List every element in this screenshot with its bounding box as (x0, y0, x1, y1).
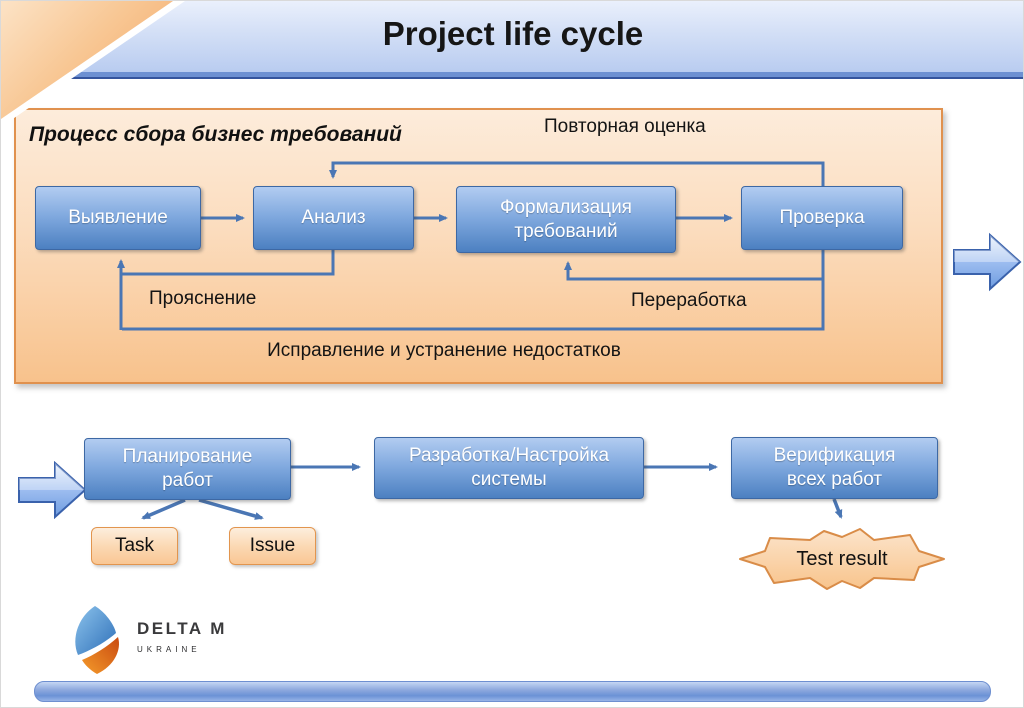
node-formalization: Формализация требований (456, 186, 676, 253)
node-analysis: Анализ (253, 186, 414, 250)
node-identification: Выявление (35, 186, 201, 250)
header-band: Project life cycle (1, 1, 1023, 77)
footer-bar (34, 681, 991, 702)
test-result-label: Test result (796, 547, 888, 570)
label-clarification: Прояснение (149, 288, 257, 309)
label-reassessment: Повторная оценка (544, 116, 706, 137)
label-rework: Переработка (631, 290, 747, 311)
node-development: Разработка/Настройка системы (374, 437, 644, 499)
node-test-result: Test result (738, 528, 946, 590)
delta-m-logo-icon (75, 606, 120, 674)
label-fixing: Исправление и устранение недостатков (267, 340, 621, 361)
workflow-start-arrow-icon (18, 461, 87, 519)
next-step-arrow-icon (953, 232, 1022, 292)
node-issue: Issue (229, 527, 316, 565)
node-work-verification: Верификация всех работ (731, 437, 938, 499)
node-verification: Проверка (741, 186, 903, 250)
panel-heading: Процесс сбора бизнес требований (29, 123, 402, 146)
page-title: Project life cycle (382, 15, 644, 52)
node-planning: Планирование работ (84, 438, 291, 500)
logo-title: DELTA M (137, 619, 227, 638)
burst-shape-icon (739, 528, 945, 590)
company-logo: DELTA M UKRAINE (69, 603, 227, 677)
node-task: Task (91, 527, 178, 565)
logo-subtitle: UKRAINE (137, 645, 201, 654)
